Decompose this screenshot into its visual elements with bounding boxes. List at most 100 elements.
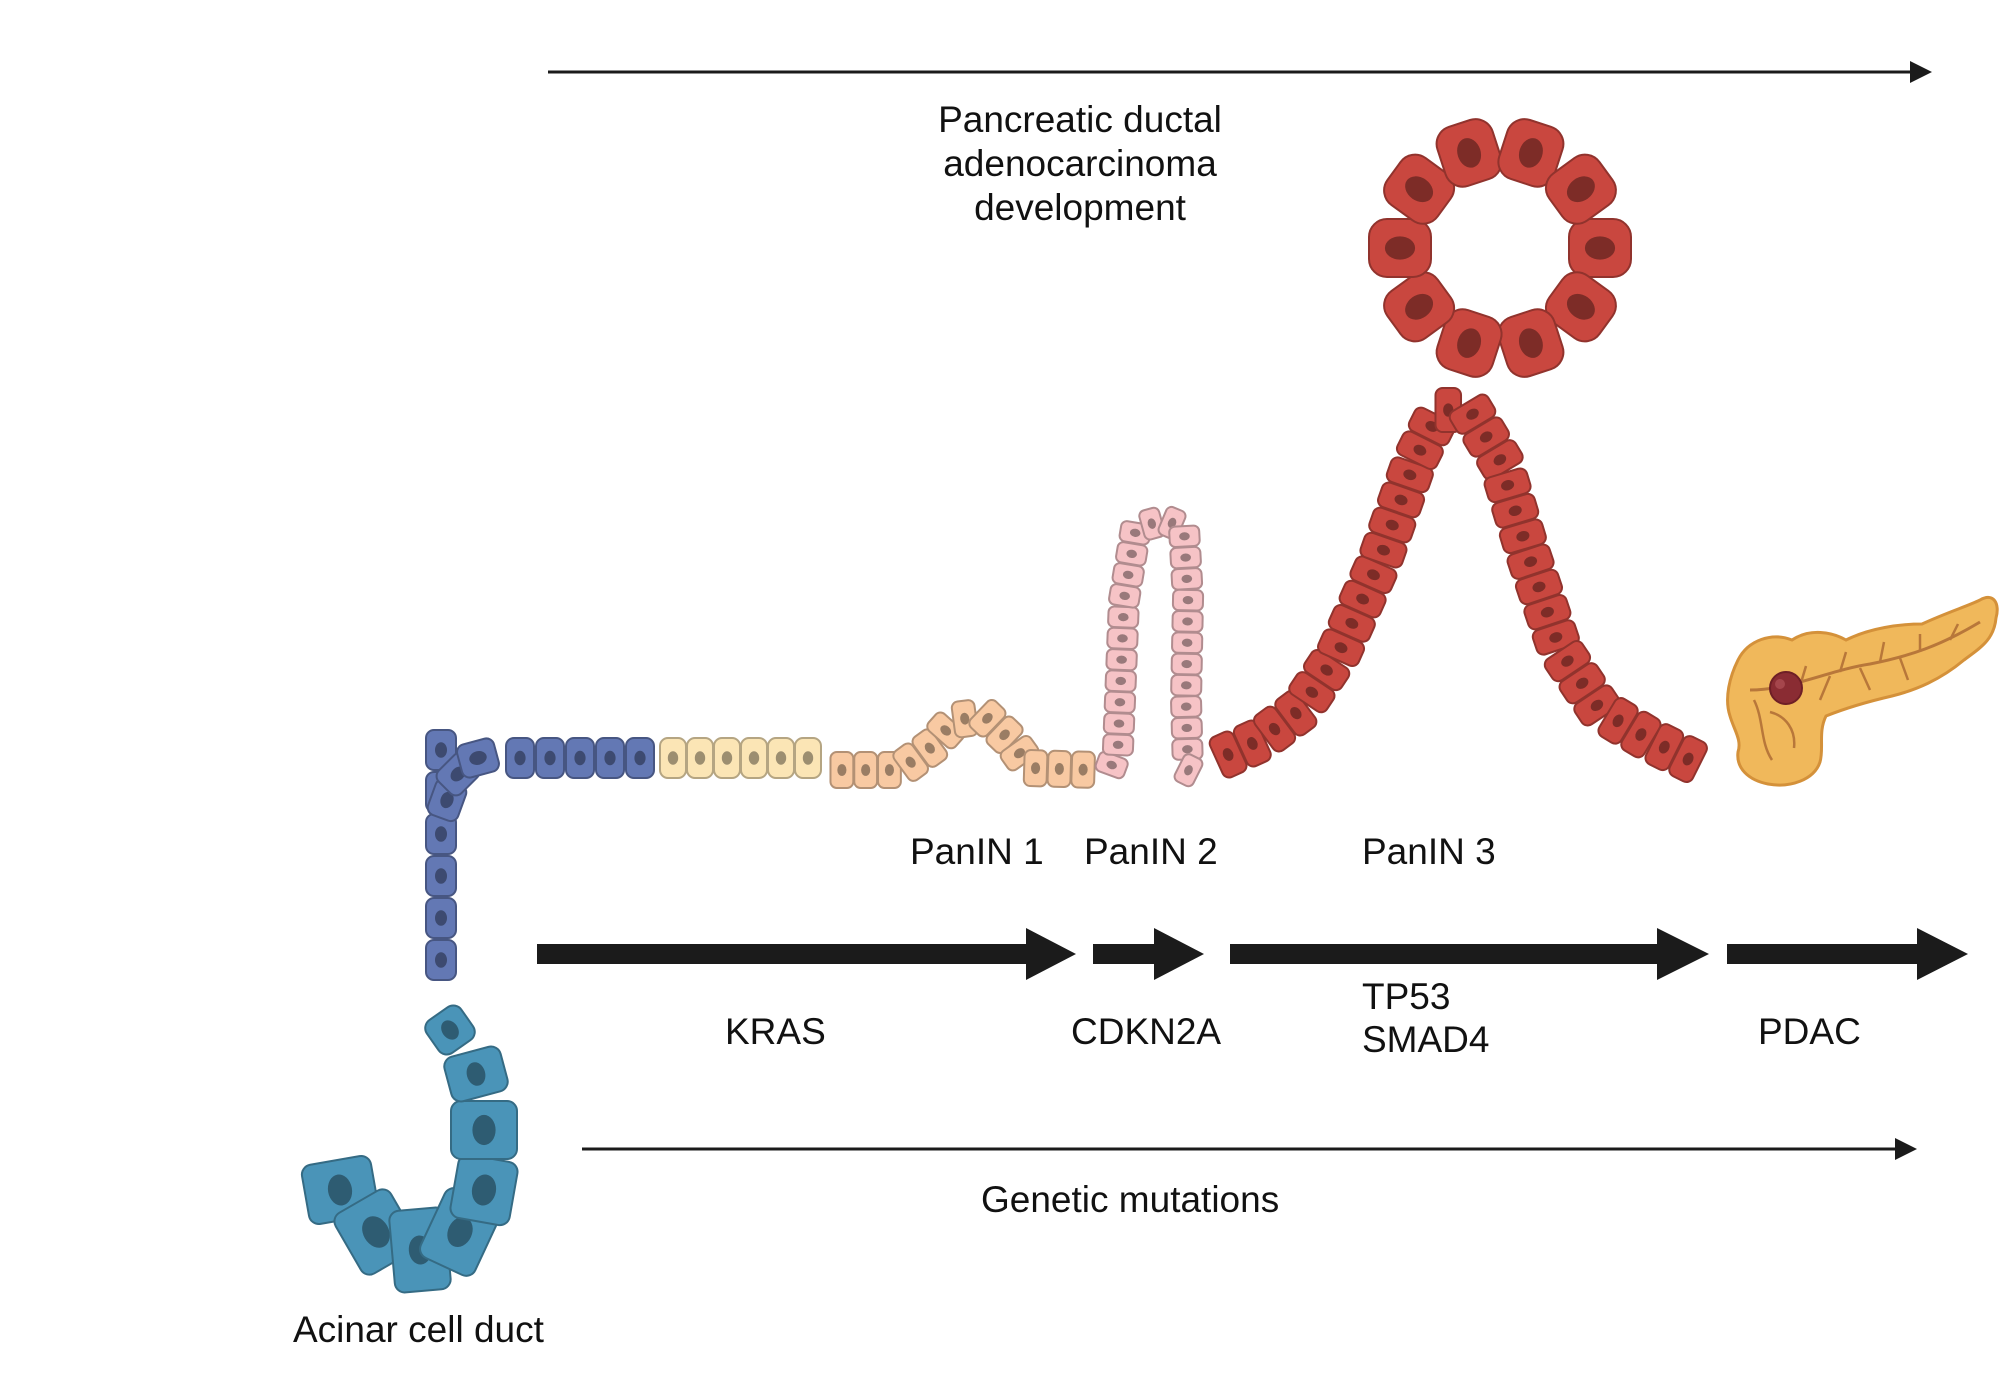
panin3-cell bbox=[1274, 689, 1318, 737]
panin3-cell bbox=[1327, 604, 1376, 643]
panin3-cell bbox=[1514, 568, 1563, 606]
ring-cell bbox=[1544, 271, 1617, 343]
cdkn2a-label: CDKN2A bbox=[1071, 1011, 1222, 1052]
panin3-cell bbox=[1506, 543, 1555, 580]
panin2-cell bbox=[1171, 631, 1204, 655]
panin3-cell bbox=[1288, 671, 1336, 714]
panin1-cell bbox=[985, 715, 1024, 755]
genetic-mutations-arrow bbox=[582, 1138, 1917, 1160]
panin1-cell bbox=[829, 751, 855, 789]
panin2-cell bbox=[1171, 610, 1204, 633]
panin3-cell bbox=[1338, 579, 1387, 619]
acinar-cell bbox=[443, 1045, 509, 1103]
ring-cell bbox=[1383, 153, 1456, 225]
panin1-cell bbox=[926, 711, 966, 750]
tumor-gland-ring bbox=[1368, 118, 1632, 378]
ring-cell bbox=[1435, 308, 1503, 378]
panin3-cell bbox=[1232, 719, 1272, 768]
acinar-cell-duct-label: Acinar cell duct bbox=[293, 1309, 544, 1350]
panin2-cell bbox=[1170, 695, 1203, 719]
panin1-cell bbox=[853, 751, 879, 789]
panin2-cell bbox=[1171, 737, 1204, 761]
panin3-cell bbox=[1597, 697, 1639, 745]
panin2-cell bbox=[1170, 716, 1203, 740]
duct-cell bbox=[595, 737, 625, 779]
panin2-label: PanIN 2 bbox=[1084, 831, 1218, 872]
duct-cell bbox=[565, 737, 595, 779]
panin2-cell bbox=[1170, 652, 1203, 676]
ring-cell bbox=[1383, 271, 1456, 343]
normal-duct-horizontal bbox=[505, 737, 655, 779]
panin2-cell bbox=[1170, 673, 1203, 697]
panin1-cell bbox=[911, 728, 949, 768]
panin2-cell bbox=[1105, 648, 1138, 672]
panin3-cell bbox=[1523, 594, 1572, 631]
panin2-cell bbox=[1168, 524, 1201, 549]
panin2-cell bbox=[1173, 753, 1204, 788]
panin1-cell bbox=[659, 737, 687, 779]
panin2-cell bbox=[1101, 733, 1135, 757]
acinar-cell-cluster bbox=[300, 1004, 519, 1294]
panin1-cell bbox=[1022, 749, 1049, 788]
development-arrow bbox=[548, 61, 1932, 83]
panin2-cell bbox=[1107, 605, 1140, 629]
pdac-arrow bbox=[1727, 928, 1968, 980]
ring-cell bbox=[1568, 218, 1632, 278]
ring-cell bbox=[1497, 118, 1565, 188]
panin3-cell bbox=[1668, 735, 1708, 783]
panin3-cell bbox=[1620, 710, 1662, 759]
smad4-label: SMAD4 bbox=[1362, 1019, 1490, 1060]
tp53-label: TP53 bbox=[1362, 976, 1451, 1017]
tp53-smad4-arrow bbox=[1230, 928, 1709, 980]
panin1-epithelium bbox=[659, 699, 1096, 789]
duct-cell bbox=[456, 737, 500, 779]
panin2-epithelium bbox=[1094, 505, 1205, 788]
kras-arrow bbox=[537, 928, 1076, 980]
panin3-label: PanIN 3 bbox=[1362, 831, 1496, 872]
panin3-cell bbox=[1573, 684, 1621, 727]
panin2-cell bbox=[1171, 588, 1205, 612]
title-line-3: development bbox=[974, 187, 1186, 228]
duct-cell bbox=[425, 855, 457, 897]
panin2-cell bbox=[1102, 711, 1136, 736]
panin2-cell bbox=[1103, 690, 1137, 714]
ring-cell bbox=[1497, 308, 1565, 378]
panin3-cell bbox=[1317, 628, 1366, 668]
duct-cell bbox=[535, 737, 565, 779]
panin3-cell bbox=[1208, 730, 1248, 779]
ring-cell bbox=[1435, 118, 1503, 188]
panin2-cell bbox=[1108, 583, 1142, 609]
duct-cell bbox=[505, 737, 535, 779]
kras-label: KRAS bbox=[725, 1011, 826, 1052]
pancreas-icon bbox=[1726, 595, 1999, 787]
panin1-label: PanIN 1 bbox=[910, 831, 1044, 872]
panin1-cell bbox=[686, 737, 714, 779]
pdac-label: PDAC bbox=[1758, 1011, 1861, 1052]
acinar-cell bbox=[424, 1004, 476, 1056]
panin3-cell bbox=[1377, 481, 1426, 519]
panin3-cell bbox=[1368, 506, 1417, 544]
panin1-cell bbox=[1070, 750, 1096, 789]
panin3-cell bbox=[1462, 416, 1510, 458]
panin3-epithelium bbox=[1208, 387, 1708, 783]
duct-cell bbox=[625, 737, 655, 779]
panin1-cell bbox=[740, 737, 768, 779]
panin2-cell bbox=[1104, 669, 1137, 693]
panin3-cell bbox=[1395, 430, 1444, 471]
normal-duct-vertical bbox=[425, 729, 500, 981]
panin2-cell bbox=[1170, 567, 1204, 591]
duct-cell bbox=[425, 897, 457, 939]
cdkn2a-arrow bbox=[1093, 928, 1204, 980]
panin1-cell bbox=[767, 737, 795, 779]
panin1-cell bbox=[794, 737, 822, 779]
panin1-cell bbox=[999, 734, 1040, 772]
panin3-cell bbox=[1252, 705, 1297, 753]
title-line-2: adenocarcinoma bbox=[943, 143, 1217, 184]
panin3-cell bbox=[1491, 492, 1540, 529]
panin3-cell bbox=[1558, 662, 1606, 705]
panin3-cell bbox=[1543, 640, 1592, 683]
panin3-cell bbox=[1476, 439, 1524, 481]
panin3-cell bbox=[1359, 531, 1408, 569]
panin2-cell bbox=[1169, 545, 1202, 570]
acinar-cell bbox=[449, 1153, 519, 1227]
